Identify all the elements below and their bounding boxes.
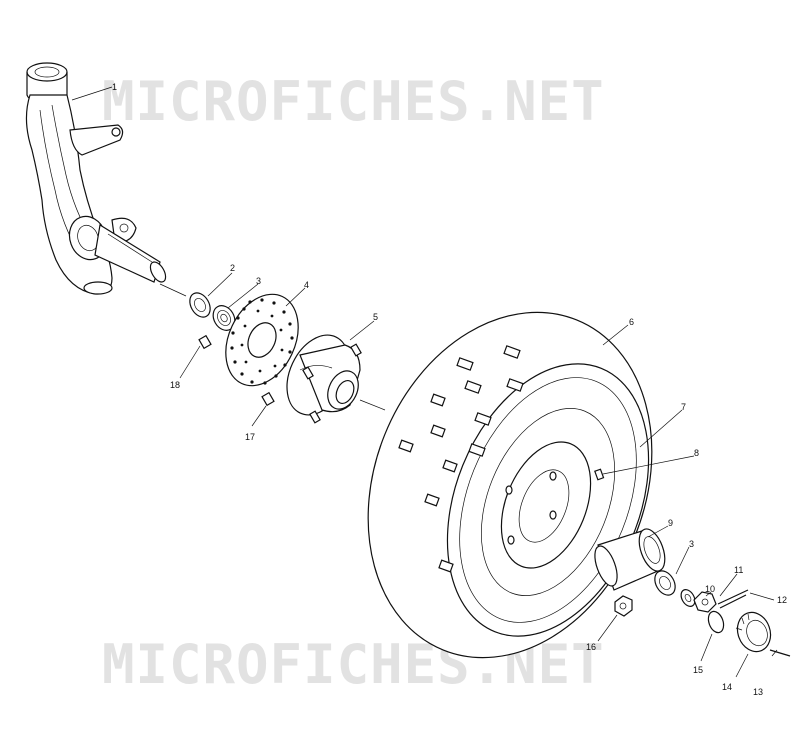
o-ring [707,610,725,634]
callout-labels: 1 2 3 4 5 6 7 8 9 3 10 11 12 13 14 15 16… [112,82,787,697]
pin-13 [769,649,791,657]
callout-15: 15 [693,665,703,675]
lug-nut [614,595,633,617]
seal [189,292,211,318]
washer [680,589,696,607]
callout-10: 10 [705,584,715,594]
watermark-top: MICROFICHES.NET [102,70,605,133]
callout-12: 12 [777,595,787,605]
callout-7: 7 [681,402,686,412]
axis-line-2 [359,399,386,411]
stud-17 [261,391,275,407]
hub-cap [735,611,772,653]
callout-14: 14 [722,682,732,692]
steering-knuckle [25,62,167,295]
castle-nut [693,591,717,613]
spacer [594,528,666,591]
cotter-pin [717,589,749,609]
callout-16: 16 [586,642,596,652]
leader-lines [71,86,778,678]
callout-2: 2 [230,263,235,273]
callout-6: 6 [629,317,634,327]
callout-17: 17 [245,432,255,442]
wheel-hub [286,334,362,424]
brake-disc [225,293,299,387]
callout-18: 18 [170,380,180,390]
stud-18 [198,334,212,350]
bearing-outer [654,570,676,596]
callout-4: 4 [304,280,309,290]
callout-9: 9 [668,518,673,528]
callout-5: 5 [373,312,378,322]
axis-line-1 [159,283,187,297]
callout-3: 3 [256,276,261,286]
callout-13: 13 [753,687,763,697]
callout-3b: 3 [689,539,694,549]
callout-8: 8 [694,448,699,458]
callout-11: 11 [734,565,743,575]
tire [367,311,653,659]
callout-1: 1 [112,82,117,92]
